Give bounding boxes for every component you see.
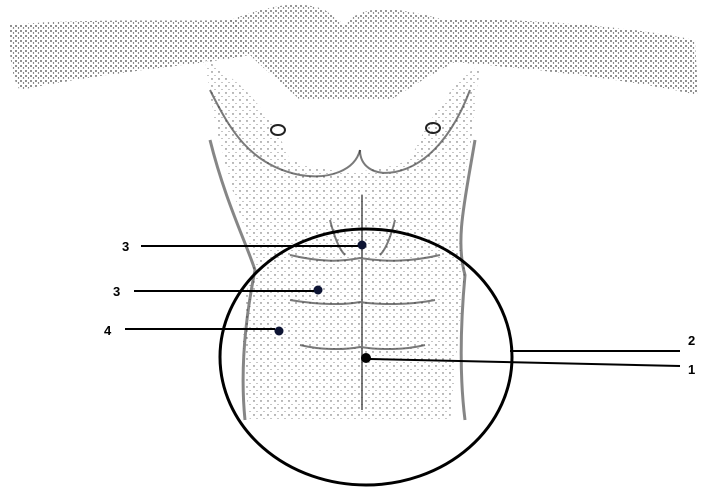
port-marker-right-lateral [275,327,284,336]
port-marker-umbilical [361,353,371,363]
label-line-1: 1 [688,362,695,377]
shoulders [230,5,455,100]
label-port-right-upper: 3 [113,284,120,299]
label-port-right-lateral: 4 [104,323,112,338]
chest [205,60,480,420]
label-port-upper-midline: 3 [122,239,129,254]
port-marker-upper-midline [358,241,367,250]
torso-illustration [9,5,698,420]
right-arm [445,20,698,95]
label-line-2: 2 [688,333,695,348]
port-marker-right-upper [314,286,323,295]
